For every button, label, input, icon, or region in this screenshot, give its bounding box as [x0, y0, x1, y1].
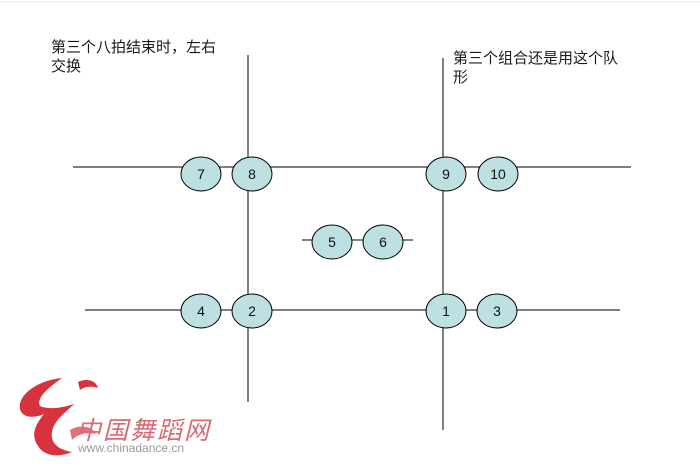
dancer-circle	[477, 156, 519, 192]
dancer-9: 9	[425, 156, 467, 192]
dancer-number: 9	[442, 166, 450, 182]
dancer-4: 4	[180, 293, 222, 329]
dancer-circle	[476, 293, 518, 329]
dancer-number: 6	[379, 234, 387, 250]
dancer-1: 1	[425, 293, 467, 329]
dancer-number: 7	[197, 166, 205, 182]
dancer-circle	[425, 156, 467, 192]
dancer-circle	[425, 293, 467, 329]
watermark-name: 中国舞蹈网	[76, 416, 212, 445]
dancer-markers: 7 8 9 10 5 6 4 2 1 3	[180, 156, 519, 329]
dancer-number: 2	[248, 303, 256, 319]
dancer-number: 10	[490, 166, 506, 182]
dancer-2: 2	[231, 293, 273, 329]
dancer-circle	[180, 156, 222, 192]
logo-icon	[19, 378, 98, 456]
dancer-number: 1	[442, 303, 450, 319]
left-note: 第三个八拍结束时，左右 交换	[51, 38, 217, 75]
dancer-5: 5	[311, 224, 353, 260]
dancer-circle	[180, 293, 222, 329]
dancer-number: 8	[248, 166, 256, 182]
right-note: 第三个组合还是用这个队 形	[453, 49, 619, 86]
dancer-number: 4	[197, 303, 205, 319]
dancer-8: 8	[231, 156, 273, 192]
dancer-number: 3	[493, 303, 501, 319]
dancer-circle	[231, 156, 273, 192]
dancer-circle	[311, 224, 353, 260]
dancer-number: 5	[328, 234, 336, 250]
watermark-url: www.chinadance.cn	[78, 441, 185, 455]
dancer-7: 7	[180, 156, 222, 192]
dancer-10: 10	[477, 156, 519, 192]
dancer-6: 6	[362, 224, 404, 260]
dancer-circle	[362, 224, 404, 260]
dancer-circle	[231, 293, 273, 329]
dancer-3: 3	[476, 293, 518, 329]
